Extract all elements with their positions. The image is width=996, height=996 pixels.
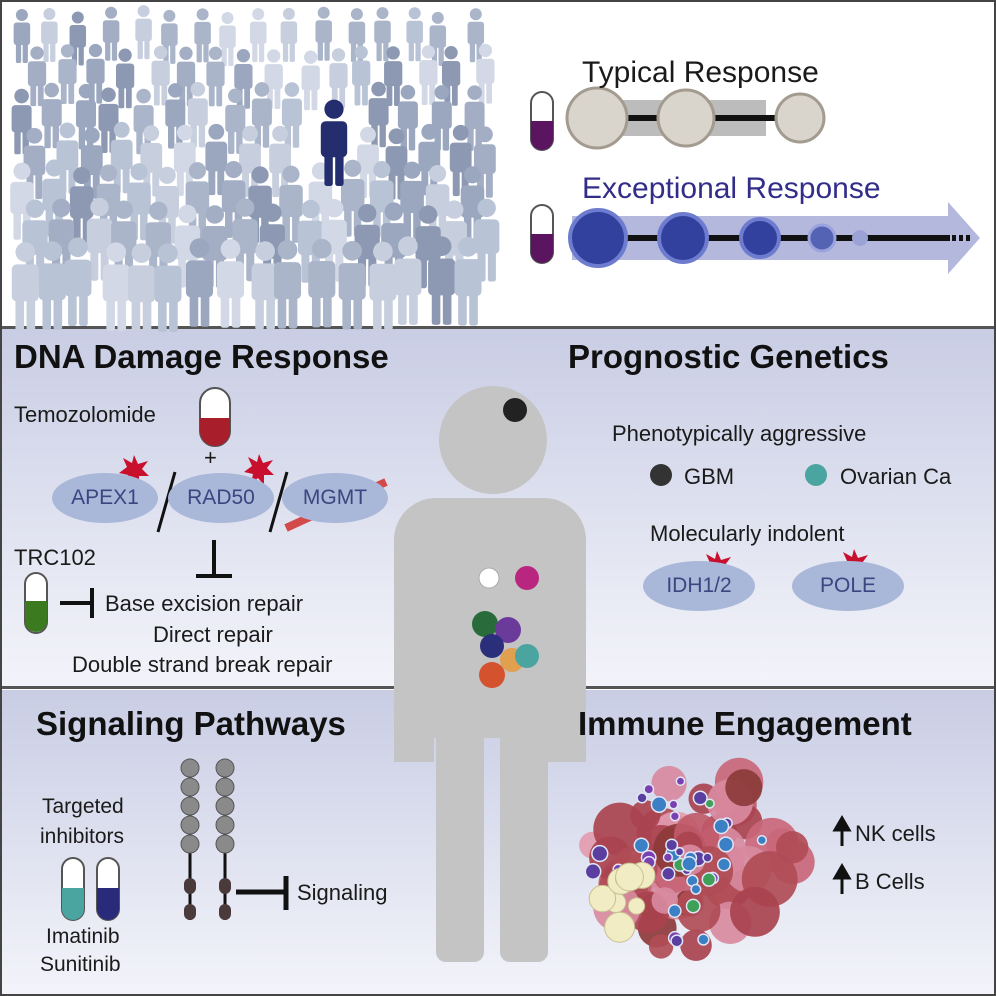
crowd-of-patients bbox=[10, 5, 500, 332]
tumor-mass bbox=[807, 223, 837, 253]
receptor-icon bbox=[180, 758, 235, 920]
nk-cells-label: NK cells bbox=[855, 821, 936, 846]
exceptional-response-label: Exceptional Response bbox=[582, 172, 881, 205]
aggressive-label: Phenotypically aggressive bbox=[612, 421, 867, 446]
gbm-dot bbox=[650, 464, 672, 486]
sunitinib-capsule-icon bbox=[96, 857, 120, 921]
capsule-icon bbox=[530, 91, 554, 151]
gene-rad50: RAD50 bbox=[168, 473, 274, 523]
sunitinib-label: Sunitinib bbox=[40, 953, 121, 976]
signaling-label: Signaling bbox=[297, 880, 388, 905]
b-cells-label: B Cells bbox=[855, 869, 925, 894]
repair-base-excision: Base excision repair bbox=[105, 591, 304, 616]
tumor-mass bbox=[774, 92, 826, 144]
ovarian-label: Ovarian Ca bbox=[840, 464, 952, 489]
gbm-label: GBM bbox=[684, 464, 735, 489]
ovarian-dot bbox=[805, 464, 827, 486]
inhibitors-label: inhibitors bbox=[40, 825, 125, 848]
typical-response-label: Typical Response bbox=[582, 56, 819, 89]
tumor-microenvironment-image bbox=[579, 757, 815, 961]
tumor-dot bbox=[479, 662, 505, 688]
prognostic-title: Prognostic Genetics bbox=[568, 338, 889, 375]
trc102-capsule-icon bbox=[24, 572, 48, 634]
capsule-icon bbox=[530, 204, 554, 264]
repair-double-strand: Double strand break repair bbox=[72, 652, 333, 677]
tumor-dot bbox=[480, 634, 504, 658]
indolent-label: Molecularly indolent bbox=[650, 521, 845, 546]
tumor-mass bbox=[739, 217, 781, 259]
tumor-dot bbox=[515, 566, 539, 590]
immune-title: Immune Engagement bbox=[578, 705, 912, 742]
tumor-dot bbox=[495, 617, 521, 643]
signaling-title: Signaling Pathways bbox=[36, 705, 346, 742]
tumor-dot bbox=[478, 567, 500, 589]
gene-apex1: APEX1 bbox=[52, 473, 158, 523]
gene-mgmt: MGMT bbox=[282, 473, 388, 523]
tumor-dot bbox=[472, 611, 498, 637]
inhibition-arrow-icon bbox=[60, 588, 94, 618]
temozolomide-capsule-icon bbox=[199, 387, 231, 447]
gene-idh12: IDH1/2 bbox=[643, 561, 755, 611]
typical-response-timeline bbox=[565, 86, 826, 150]
trc102-label: TRC102 bbox=[14, 545, 96, 570]
temozolomide-label: Temozolomide bbox=[14, 402, 156, 427]
tumor-mass bbox=[568, 208, 628, 268]
increase-arrow-icon bbox=[832, 815, 852, 894]
tumor-mass bbox=[852, 230, 868, 246]
signaling-inhibition-arrow-icon bbox=[236, 876, 289, 910]
tumor-mass bbox=[657, 212, 709, 264]
tumor-mass bbox=[565, 86, 629, 150]
plus-sign: + bbox=[204, 445, 217, 470]
inhibition-bar-icon bbox=[196, 540, 232, 578]
tumor-mass bbox=[656, 88, 716, 148]
exceptional-response-timeline bbox=[568, 202, 980, 274]
gene-pole: POLE bbox=[792, 561, 904, 611]
brain-tumor-dot bbox=[503, 398, 527, 422]
tumor-dot bbox=[515, 644, 539, 668]
imatinib-capsule-icon bbox=[61, 857, 85, 921]
panel-signaling-immune-bg bbox=[0, 690, 996, 996]
repair-direct: Direct repair bbox=[153, 622, 273, 647]
targeted-label: Targeted bbox=[42, 795, 124, 818]
imatinib-label: Imatinib bbox=[46, 925, 120, 948]
ddr-title: DNA Damage Response bbox=[14, 338, 389, 375]
